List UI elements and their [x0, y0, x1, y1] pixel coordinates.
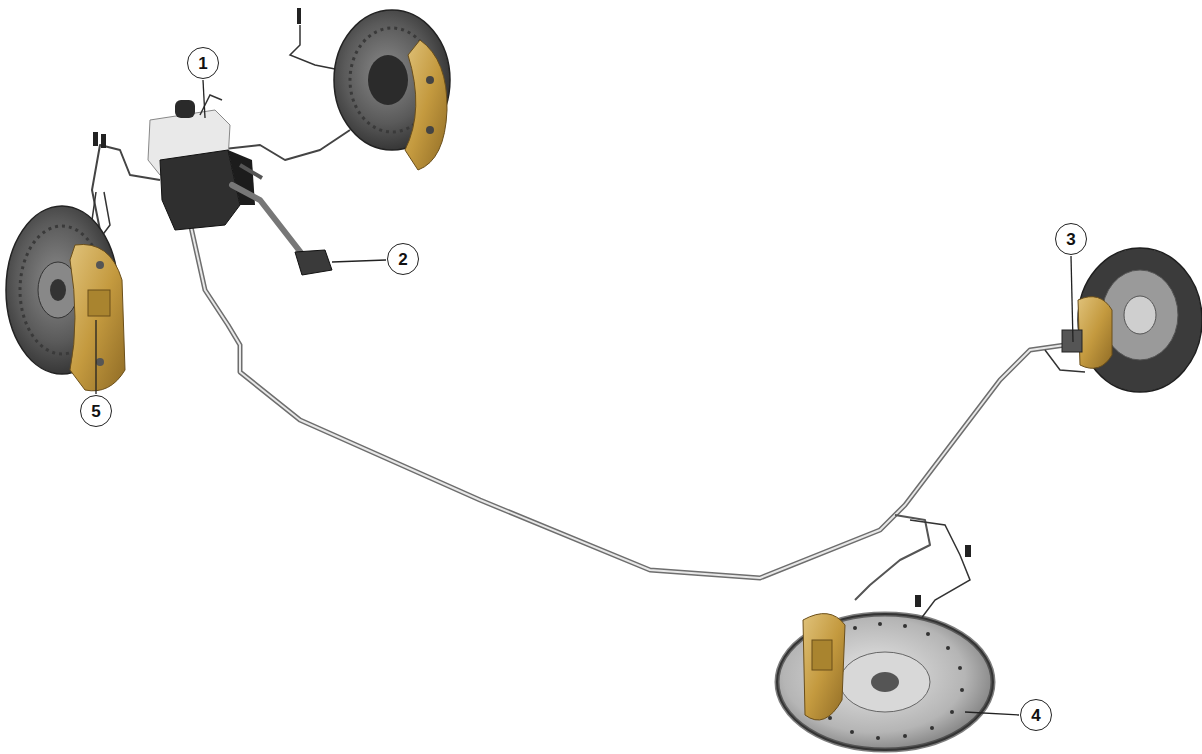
front-left-brake [6, 206, 125, 391]
front-right-brake [334, 10, 450, 170]
brake-line [92, 130, 1065, 600]
callout-number: 4 [1020, 699, 1052, 731]
rear-right-brake [1062, 248, 1202, 392]
leader-lines [96, 80, 1073, 715]
rear-left-brake [777, 614, 993, 750]
sensor-wires [60, 25, 1085, 620]
callout-number: 2 [387, 243, 419, 275]
callout-number: 3 [1055, 223, 1087, 255]
brake-unit [148, 95, 332, 275]
callout-number: 1 [187, 47, 219, 79]
callout-number: 5 [80, 395, 112, 427]
wire-plugs [93, 8, 971, 607]
